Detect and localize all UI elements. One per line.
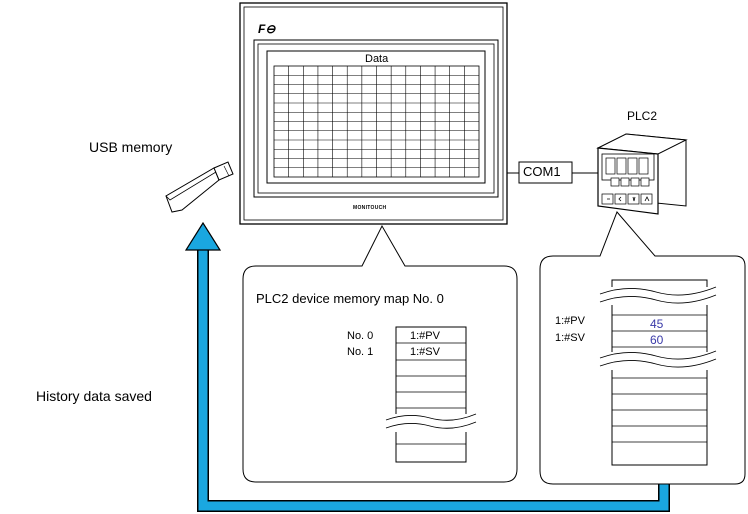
plc-memory-name: 1:#PV	[555, 315, 585, 327]
plc2-device	[596, 133, 688, 215]
map-row-value: 1:#SV	[410, 346, 440, 358]
history-data-label: History data saved	[36, 388, 152, 404]
com1-cable	[507, 161, 598, 184]
device-map-title: PLC2 device memory map No. 0	[256, 291, 444, 306]
map-row-index: No. 0	[347, 330, 374, 342]
history-arrow	[184, 221, 670, 512]
plc-memory-value: 60	[650, 333, 664, 347]
plc-memory-name: 1:#SV	[555, 332, 585, 344]
usb-memory-label: USB memory	[89, 139, 173, 155]
brand-logo: F⊖	[258, 22, 276, 36]
plc-memory-callout	[539, 211, 746, 485]
arrow-head-icon	[184, 221, 222, 251]
data-grid	[273, 65, 480, 178]
map-row-value: 1:#PV	[410, 330, 440, 342]
usb-memory-icon	[165, 161, 234, 213]
plc2-label: PLC2	[627, 109, 658, 123]
com1-label: COM1	[523, 164, 561, 179]
map-row-index: No. 1	[347, 346, 374, 358]
plc-memory-value: 45	[650, 317, 664, 331]
device-map-callout	[242, 224, 518, 483]
bezel-label: MONITOUCH	[353, 205, 387, 211]
screen-title: Data	[365, 53, 389, 65]
hmi-unit	[239, 2, 508, 225]
